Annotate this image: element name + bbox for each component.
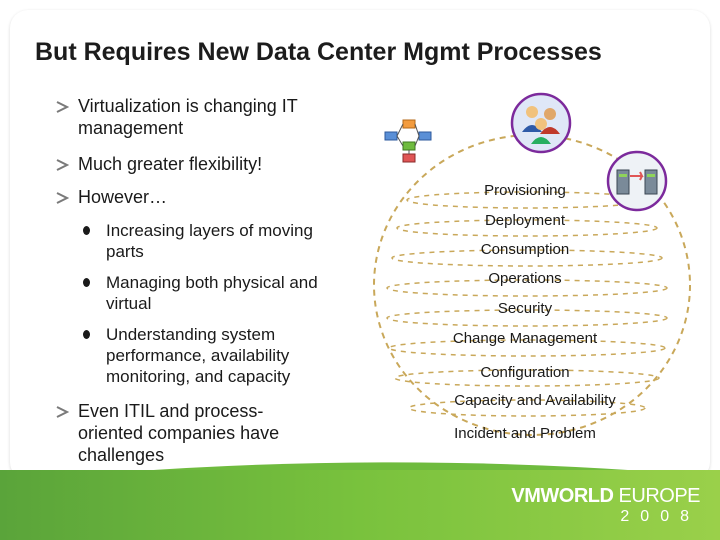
cycle-label-capacity-availability: Capacity and Availability (454, 392, 616, 409)
bullet-virtualization: Virtualization is changing IT management (78, 96, 298, 138)
cycle-label-operations: Operations (488, 270, 562, 287)
orbit-ring (373, 134, 691, 436)
slide-title: But Requires New Data Center Mgmt Proces… (35, 38, 602, 66)
sub-bullet-dot (83, 278, 90, 287)
bullet-itil: Even ITIL and process- oriented companie… (78, 401, 280, 465)
brand-main: VMWORLD (511, 485, 614, 507)
orbit-band (396, 219, 658, 237)
vmworld-logo: VMWORLD EUROPE (511, 485, 700, 508)
cycle-label-security: Security (497, 300, 553, 317)
bullet-flexibility: Much greater flexibility! (78, 154, 263, 174)
bullet-arrow-icon (56, 159, 69, 171)
people-group-icon (510, 92, 572, 154)
footer-band (0, 470, 720, 540)
orbit-band (408, 399, 646, 417)
cycle-label-provisioning: Provisioning (484, 182, 566, 199)
bullet-however: However… (78, 187, 168, 207)
cycle-label-deployment: Deployment (484, 212, 566, 229)
sub-bullet-dot (83, 226, 90, 235)
orbit-band (391, 249, 663, 267)
bullet-arrow-icon (56, 192, 69, 204)
orbit-band (386, 279, 668, 297)
cycle-label-change-management: Change Management (452, 330, 598, 347)
cycle-label-consumption: Consumption (480, 241, 570, 258)
orbit-band (388, 339, 666, 357)
brand-sub: EUROPE (618, 485, 701, 507)
server-migration-icon (606, 150, 668, 212)
bullet-arrow-icon (56, 406, 69, 418)
orbit-band (394, 369, 660, 387)
orbit-band (386, 309, 668, 327)
cycle-label-configuration: Configuration (480, 364, 570, 381)
cycle-label-incident-problem: Incident and Problem (454, 425, 596, 442)
event-year: 2008 (620, 508, 700, 525)
sub-bullet-physical-virtual: Managing both physical and virtual (106, 273, 318, 313)
process-cycle-graphic (373, 134, 691, 436)
bullet-arrow-icon (56, 101, 69, 113)
sub-bullet-performance: Understanding system performance, availa… (106, 325, 291, 386)
network-diagram-icon (384, 119, 432, 163)
sub-bullet-layers: Increasing layers of moving parts (106, 221, 313, 261)
sub-bullet-dot (83, 330, 90, 339)
